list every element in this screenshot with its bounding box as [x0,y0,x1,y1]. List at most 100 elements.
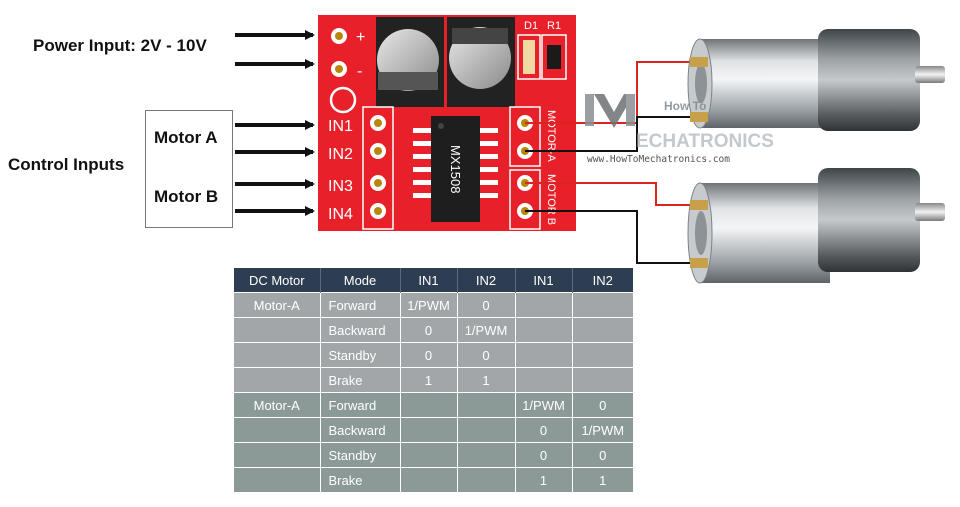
input-value-cell: 1/PWM [456,317,515,343]
input-value-cell [571,317,633,343]
wire-motor-b-red [525,182,700,206]
input-value-cell: 0 [399,317,457,343]
control-inputs-label: Control Inputs [8,155,125,174]
table-header-cell: IN2 [571,268,633,293]
input-value-cell [514,317,572,343]
motor-a-label: Motor A [154,128,218,147]
input-value-cell: 0 [399,342,457,368]
input-value-cell [399,467,457,492]
logo-url: www.HowToMechatronics.com [587,154,730,165]
table-header-cell: Mode [319,268,400,293]
motor-b-label: Motor B [154,187,219,206]
input-value-cell [456,467,515,492]
mode-cell: Standby [319,442,400,468]
input-value-cell: 0 [571,392,633,418]
input-value-cell [571,367,633,393]
mode-cell: Standby [319,342,400,368]
motor-labels-box [145,110,233,228]
input-value-cell: 0 [514,442,572,468]
mode-cell: Forward [319,392,400,418]
motor-a-header-label: MOTOR-A [545,110,557,162]
input-value-cell: 1 [456,367,515,393]
motor-cell [234,367,320,393]
input-value-cell: 1/PWM [514,392,572,418]
input-value-cell: 0 [456,342,515,368]
pin-in3-label: IN3 [328,178,353,195]
mode-cell: Backward [319,317,400,343]
mx1508-chip: MX1508 [413,116,498,222]
power-arrows [235,30,315,69]
input-value-cell [514,342,572,368]
howtomechatronics-logo: How To ECHATRONICS www.HowToMechatronics… [585,94,774,165]
table-header-cell: IN1 [514,268,572,293]
dc-motor-a [687,29,945,131]
logo-line1: How To [664,99,706,113]
pin-in2-label: IN2 [328,146,353,163]
input-value-cell [456,417,515,443]
r1-label: R1 [547,20,561,32]
logo-line2: ECHATRONICS [636,131,774,152]
table-header-cell: IN2 [456,268,515,293]
input-value-cell [571,342,633,368]
input-value-cell: 1 [514,467,572,492]
motor-cell [234,317,320,343]
plus-label: + [356,29,365,46]
input-value-cell: 0 [571,442,633,468]
mode-cell: Forward [319,292,400,318]
motor-cell [234,442,320,468]
pin-in4-label: IN4 [328,206,353,223]
pin-in1-label: IN1 [328,118,353,135]
control-arrows [235,120,315,216]
motor-cell [234,417,320,443]
mounting-hole [329,86,357,114]
mode-cell: Brake [319,467,400,492]
input-value-cell: 1/PWM [399,292,457,318]
table-header-cell: DC Motor [234,268,320,293]
wire-motor-a-black [525,116,700,152]
motor-b-header-label: MOTOR B [545,174,557,225]
input-value-cell: 0 [456,292,515,318]
input-value-cell [399,442,457,468]
power-input-label: Power Input: 2V - 10V [33,36,207,55]
input-value-cell: 1 [571,467,633,492]
motor-cell [234,467,320,492]
wire-motor-b-black [525,210,700,264]
motor-cell [234,342,320,368]
input-value-cell [399,392,457,418]
motor-cell: Motor-A [234,292,320,318]
input-value-cell: 1 [399,367,457,393]
resistor-r1 [547,45,561,69]
table-header-cell: IN1 [399,268,457,293]
input-value-cell [514,367,572,393]
logo-mark [585,94,635,128]
wire-motor-a-red [525,61,700,124]
chip-label: MX1508 [448,145,463,193]
d1-label: D1 [524,20,538,32]
mode-cell: Backward [319,417,400,443]
motor-cell: Motor-A [234,392,320,418]
minus-label: - [357,63,362,80]
diode-d1 [523,40,535,74]
wires [525,61,700,264]
mode-cell: Brake [319,367,400,393]
input-value-cell [456,442,515,468]
input-value-cell [571,292,633,318]
input-value-cell [456,392,515,418]
mx1508-board: + - D1 R1 IN1 IN2 IN3 IN4 [318,15,576,231]
input-value-cell: 1/PWM [571,417,633,443]
input-value-cell [399,417,457,443]
input-value-cell: 0 [514,417,572,443]
dc-motor-b [687,168,945,284]
